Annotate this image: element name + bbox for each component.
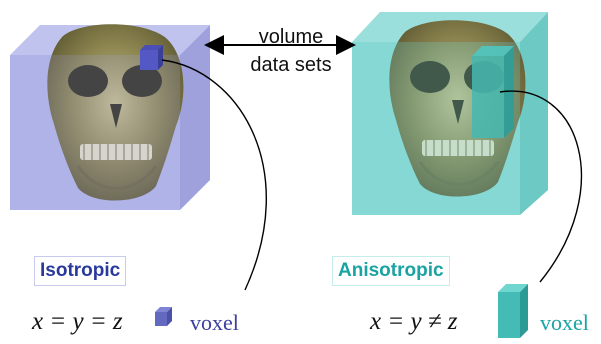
volume-caption: volume data sets <box>226 26 356 76</box>
voxel-cube-icon <box>498 284 528 338</box>
isotropic-volume <box>10 24 210 210</box>
anisotropic-box-side <box>520 12 548 215</box>
voxel-cube-icon <box>155 307 172 326</box>
caption-line-1: volume <box>226 26 356 48</box>
anisotropic-label: Anisotropic <box>332 256 450 286</box>
isotropic-voxel-label: voxel <box>190 310 239 336</box>
isotropic-equation: x = y = z <box>32 308 123 336</box>
anisotropic-voxel-label: voxel <box>540 310 589 336</box>
anisotropic-equation: x = y ≠ z <box>370 308 458 336</box>
isotropic-label: Isotropic <box>34 256 126 286</box>
anisotropic-volume <box>352 12 548 215</box>
caption-line-2: data sets <box>226 54 356 76</box>
isotropic-box-side <box>180 25 210 210</box>
